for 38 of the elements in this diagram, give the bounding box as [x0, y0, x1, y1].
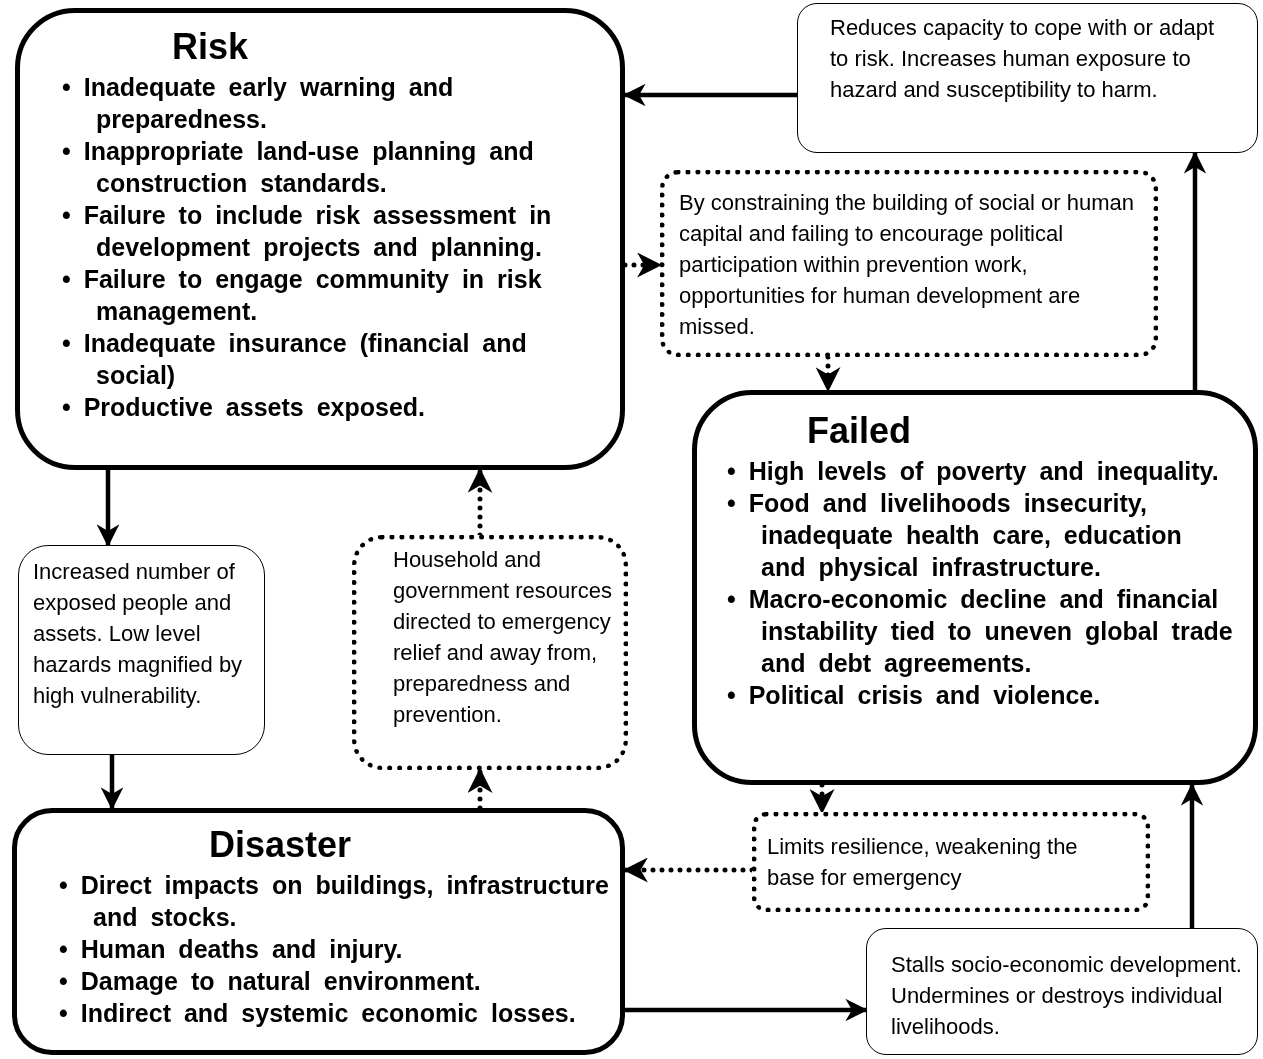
box-text: Limits resilience, weakening the base for emergency — [767, 833, 1079, 892]
arrow — [1183, 151, 1207, 390]
bullet-item: • Failure to engage community in risk management. — [62, 264, 543, 327]
arrow — [623, 83, 797, 107]
arrow — [1180, 783, 1204, 928]
bullet-item: • Inappropriate land-use planning and construction standards. — [62, 136, 535, 199]
box-heading: Disaster — [209, 823, 352, 867]
category-box — [15, 8, 625, 470]
bullet-item: • Inadequate insurance (financial and social) — [62, 328, 528, 391]
note-box — [660, 170, 1158, 357]
note-box — [18, 545, 265, 755]
bullet-item: • Food and livelihoods insecurity, inadequate health care, education and physical infrastructure. — [727, 488, 1183, 583]
box-text: Household and government resources directed to emergency relief and away from, preparedness and prevention. — [393, 546, 613, 729]
box-heading: Failed — [807, 409, 912, 453]
bullet-item: • High levels of poverty and inequality. — [727, 456, 1220, 487]
box-text: By constraining the building of social or human capital and failing to encourage political participation within prevention work, opportunities for human development are missed. — [679, 189, 1135, 341]
arrow — [96, 470, 120, 547]
bullet-item: • Productive assets exposed. — [62, 392, 426, 423]
bullet-item: • Macro-economic decline and financial instability tied to uneven global trade and debt agreements. — [727, 584, 1233, 679]
bullet-item: • Inadequate early warning and preparedness. — [62, 72, 455, 135]
bullet-item: • Human deaths and injury. — [59, 934, 404, 965]
bullet-item: • Damage to natural environment. — [59, 966, 482, 997]
bullet-item: • Political crisis and violence. — [727, 680, 1102, 711]
arrow — [625, 998, 868, 1022]
note-box — [752, 812, 1150, 912]
category-box — [12, 808, 625, 1055]
bullet-item: • Indirect and systemic economic losses. — [59, 998, 577, 1029]
box-text: Increased number of exposed people and assets. Low level hazards magnified by high vulnerability. — [33, 558, 244, 710]
box-text: Reduces capacity to cope with or adapt to risk. Increases human exposure to hazard and susceptibility to harm. — [830, 14, 1215, 104]
box-text: Stalls socio-economic development. Undermines or destroys individual livelihoods. — [891, 951, 1243, 1041]
bullet-item: • Direct impacts on buildings, infrastructure and stocks. — [59, 870, 610, 933]
arrow — [100, 755, 124, 810]
note-box — [352, 535, 628, 770]
bullet-item: • Failure to include risk assessment in development projects and planning. — [62, 200, 553, 263]
category-box — [692, 390, 1258, 785]
note-box — [797, 3, 1258, 153]
note-box — [866, 928, 1258, 1055]
box-heading: Risk — [172, 25, 249, 69]
